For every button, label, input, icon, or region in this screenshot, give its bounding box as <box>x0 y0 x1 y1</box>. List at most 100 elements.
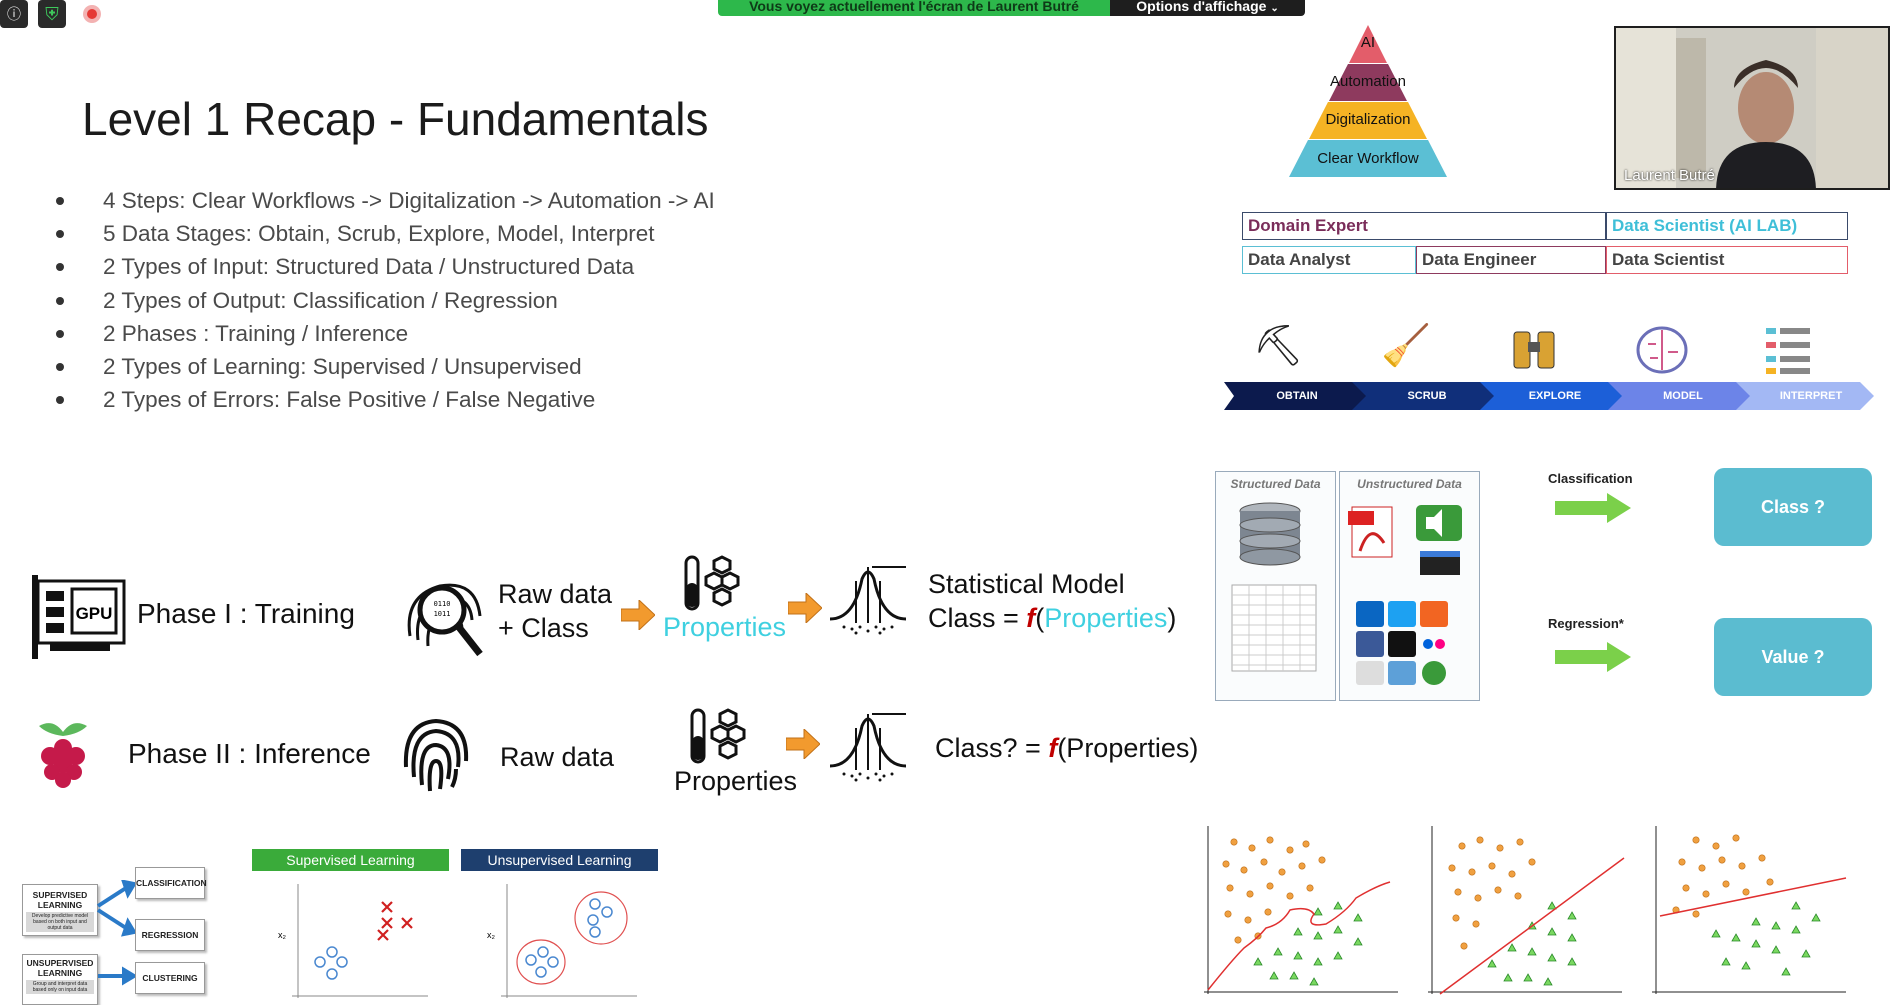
stage-scrub: SCRUB <box>1407 390 1447 402</box>
fingerprint-icon <box>392 707 480 803</box>
bullet-item: 2 Types of Output: Classification / Regr… <box>50 284 715 317</box>
inference-formula: Class? = f(Properties) <box>935 731 1198 765</box>
participant-name: Laurent Butré <box>1624 167 1715 184</box>
supervised-box-desc: Develop predictive model based on both i… <box>26 912 94 932</box>
pyramid-text-ai: AI <box>1361 34 1375 51</box>
statistical-model-text: Statistical Model Class = f(Properties) <box>928 567 1176 635</box>
stage-interpret: INTERPRET <box>1779 390 1843 402</box>
bullet-item: 2 Types of Errors: False Positive / Fals… <box>50 383 715 416</box>
info-icon[interactable]: ⓘ <box>0 0 28 28</box>
arrow-right-icon <box>1555 642 1631 672</box>
phase-1-label: Phase I : Training <box>137 598 355 629</box>
pipeline-arrows <box>1224 382 1874 410</box>
phase-2-label: Phase II : Inference <box>128 738 371 769</box>
screen-share-banner: Vous voyez actuellement l'écran de Laure… <box>718 0 1305 16</box>
role-data-engineer: Data Engineer <box>1416 246 1606 274</box>
value-output-box: Value ? <box>1714 618 1872 696</box>
view-options-button[interactable]: Options d'affichage ⌄ <box>1110 0 1305 16</box>
pyramid-level-automation <box>1329 64 1407 101</box>
stage-obtain: OBTAIN <box>1276 390 1318 402</box>
classification-box: CLASSIFICATION <box>135 867 207 899</box>
supervised-learning-header: Supervised Learning <box>252 849 449 871</box>
role-ai-lab: Data Scientist (AI LAB) <box>1606 212 1848 240</box>
class-output-box: Class ? <box>1714 468 1872 546</box>
bullet-item: 2 Phases : Training / Inference <box>50 317 715 350</box>
statistical-model-title: Statistical Model <box>928 569 1125 599</box>
media-icons <box>1348 505 1462 685</box>
flowchart-icon <box>1760 322 1820 377</box>
recap-bullets: 4 Steps: Clear Workflows -> Digitalizati… <box>50 184 715 416</box>
pyramid-text-automation: Automation <box>1330 73 1406 90</box>
arrow-right-icon <box>788 593 822 623</box>
function-f: f <box>1026 603 1036 633</box>
formula-properties: (Properties) <box>1057 733 1199 763</box>
bell-curve-icon <box>828 710 908 786</box>
function-f: f <box>1048 733 1058 763</box>
raw-data-class-text: Raw data + Class <box>498 577 612 645</box>
data-pipeline: ⛏ 🧹 OBTAIN SCRUB EXPLORE MODEL INTERPRET <box>1224 320 1874 410</box>
raw-data-text: Raw data <box>500 742 615 772</box>
raspberry-pi-icon <box>30 718 96 790</box>
unstructured-data-panel: Unstructured Data <box>1339 471 1480 701</box>
unsupervised-box-desc: Group and interpret data based only on i… <box>26 980 94 994</box>
structured-data-panel: Structured Data <box>1215 471 1336 701</box>
classification-label: Classification <box>1548 471 1633 486</box>
fingerprint-search-icon: 0110 1011 <box>400 566 484 660</box>
molecule-testtube-icon <box>680 553 740 617</box>
bullet-item: 5 Data Stages: Obtain, Scrub, Explore, M… <box>50 217 715 250</box>
svg-text:0110: 0110 <box>434 600 451 608</box>
structured-data-title: Structured Data <box>1230 477 1321 491</box>
gpu-card-icon: GPU <box>30 571 128 659</box>
arrow-right-icon <box>1555 493 1631 523</box>
properties-text: Properties <box>663 612 787 642</box>
svg-text:1011: 1011 <box>434 610 451 618</box>
class-question: Class? = <box>935 733 1049 763</box>
regression-label: Regression* <box>1548 616 1624 631</box>
pyramid-text-digitalization: Digitalization <box>1325 111 1410 128</box>
pyramid-text-workflow: Clear Workflow <box>1317 150 1419 167</box>
webcam-thumbnail[interactable]: Laurent Butré <box>1614 26 1890 190</box>
clustering-box: CLUSTERING <box>135 962 205 994</box>
raw-data-text: Raw data <box>498 579 613 609</box>
axis-label-x2: x₂ <box>278 930 287 940</box>
record-icon[interactable] <box>78 0 106 28</box>
stage-explore: EXPLORE <box>1528 390 1582 402</box>
broom-icon: 🧹 <box>1381 323 1431 369</box>
role-data-analyst: Data Analyst <box>1242 246 1416 274</box>
regression-box: REGRESSION <box>135 919 205 951</box>
underfit-boundary-plot <box>1652 826 1847 994</box>
arrow-right-icon <box>621 600 655 630</box>
webcam-video <box>1616 28 1888 188</box>
pickaxe-icon: ⛏ <box>1252 323 1304 369</box>
linear-boundary-plot <box>1428 826 1625 995</box>
supervised-plot: x₂ <box>278 884 428 998</box>
bullet-item: 2 Types of Input: Structured Data / Unst… <box>50 250 715 283</box>
model-formula: Class = f(Properties) <box>928 601 1176 635</box>
maturity-pyramid: AI Automation Digitalization Clear Workf… <box>1233 23 1503 177</box>
plus-class-text: + Class <box>498 613 589 643</box>
binoculars-icon <box>1504 322 1564 377</box>
brain-icon <box>1632 322 1692 377</box>
unstructured-data-title: Unstructured Data <box>1357 477 1462 491</box>
unsupervised-learning-header: Unsupervised Learning <box>461 849 658 871</box>
paren-close: ) <box>1167 603 1177 633</box>
pyramid-graphic: AI Automation Digitalization Clear Workf… <box>1289 25 1447 177</box>
pyramid-level-digitalization <box>1309 102 1427 139</box>
properties-text: Properties <box>674 766 798 796</box>
molecule-testtube-icon <box>686 706 746 770</box>
gpu-chip-text: GPU <box>76 604 113 623</box>
learning-arrows <box>96 880 136 986</box>
class-equals: Class = <box>928 603 1027 633</box>
role-data-scientist: Data Scientist <box>1606 246 1848 274</box>
database-icon <box>1231 502 1317 672</box>
shield-icon[interactable]: ⛨ <box>38 0 66 28</box>
sharing-notice: Vous voyez actuellement l'écran de Laure… <box>718 0 1110 16</box>
formula-properties: Properties <box>1044 603 1168 633</box>
bell-curve-icon <box>828 563 908 639</box>
unsupervised-box-title: UNSUPERVISED LEARNING <box>26 958 94 978</box>
bullet-item: 2 Types of Learning: Supervised / Unsupe… <box>50 350 715 383</box>
supervised-box-title: SUPERVISED LEARNING <box>32 890 88 910</box>
paren-open: ( <box>1035 603 1045 633</box>
arrow-right-icon <box>786 729 820 759</box>
